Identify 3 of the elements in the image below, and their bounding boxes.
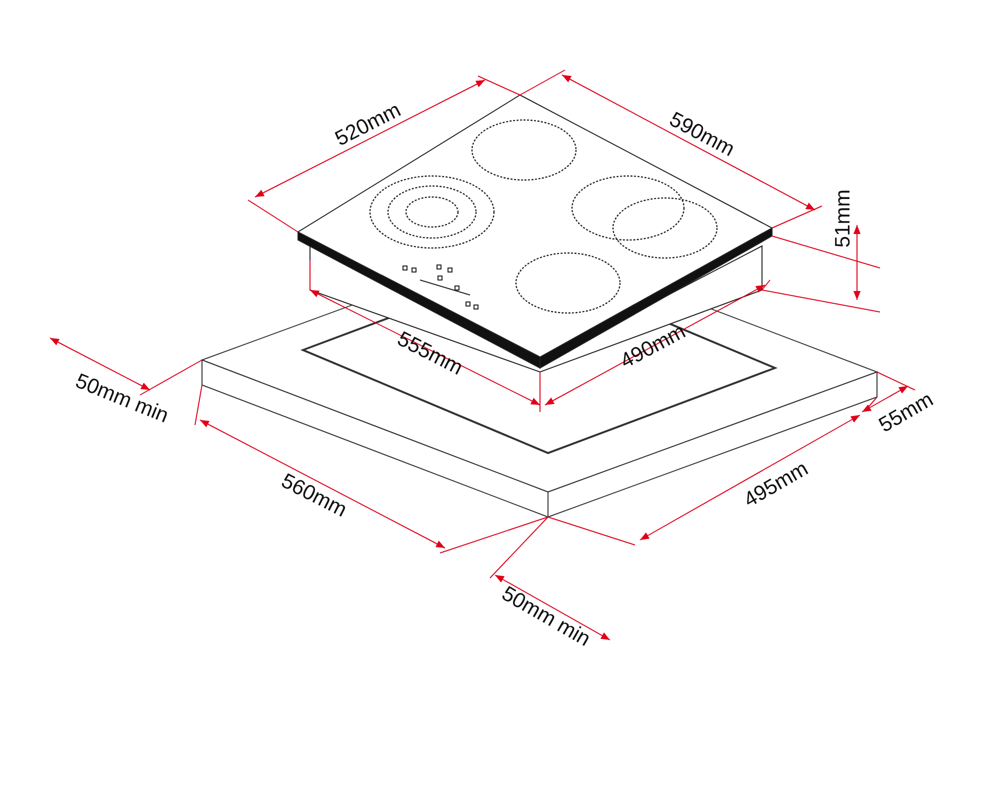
dimension-label: 51mm [832, 188, 854, 248]
dimension-label: 50mm min [72, 370, 172, 426]
dimension-label: 55mm [876, 388, 937, 436]
